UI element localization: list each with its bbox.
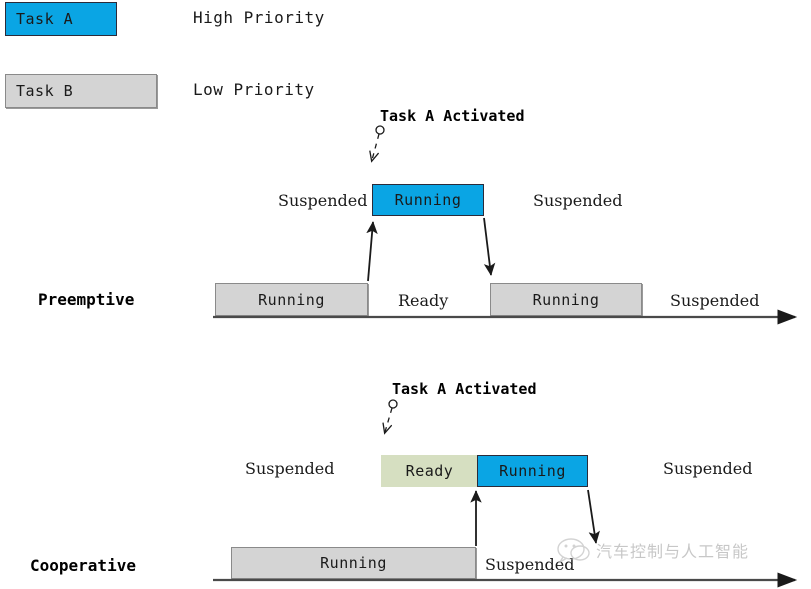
cooperative-task-a-ready-box: Ready [381,455,478,487]
preemptive-task-b-suspended-label: Suspended [670,291,760,310]
preemptive-task-b-running-box-2: Running [490,283,642,316]
cooperative-resume-arrow-down [587,489,600,544]
legend-priority-task-b: Low Priority [193,80,315,99]
preemptive-task-b-running-box-1: Running [215,283,368,316]
preemptive-task-b-ready-label: Ready [398,291,449,310]
preemptive-callout-connector [369,125,385,163]
watermark-text: 汽车控制与人工智能 [596,542,750,561]
cooperative-task-a-left-label: Suspended [245,459,335,478]
preemptive-task-a-running-label: Running [394,191,462,209]
legend-label-task-a: Task A [16,10,74,28]
callout-text-preemptive: Task A Activated [380,107,525,125]
preemptive-task-a-right-label: Suspended [533,191,623,210]
section-title-preemptive: Preemptive [38,290,135,309]
legend-box-task-b: Task B [5,74,157,108]
preemptive-resume-arrow-down [483,217,496,276]
legend-box-task-a: Task A [5,2,117,36]
cooperative-task-a-running-label: Running [499,462,566,480]
preemptive-preempt-arrow-up [366,221,378,282]
cooperative-callout-connector [382,399,398,435]
cooperative-task-b-suspended-label: Suspended [485,555,575,574]
preemptive-task-a-left-label: Suspended [278,191,368,210]
callout-text-cooperative: Task A Activated [392,380,537,398]
cooperative-task-a-right-label: Suspended [663,459,753,478]
legend-label-task-b: Task B [16,82,74,100]
preemptive-task-a-running-box: Running [372,184,484,216]
cooperative-task-b-running-label: Running [320,554,387,572]
legend-priority-task-a: High Priority [193,8,325,27]
cooperative-task-a-running-box: Running [477,455,588,487]
preemptive-task-b-running-label-2: Running [532,290,600,309]
cooperative-task-b-running-box: Running [231,547,476,579]
wechat-logo-icon [557,538,590,563]
preemptive-task-b-running-label-1: Running [258,290,325,309]
watermark: 汽车控制与人工智能 [556,537,749,563]
section-title-cooperative: Cooperative [30,556,136,575]
cooperative-task-a-ready-label: Ready [405,462,454,480]
